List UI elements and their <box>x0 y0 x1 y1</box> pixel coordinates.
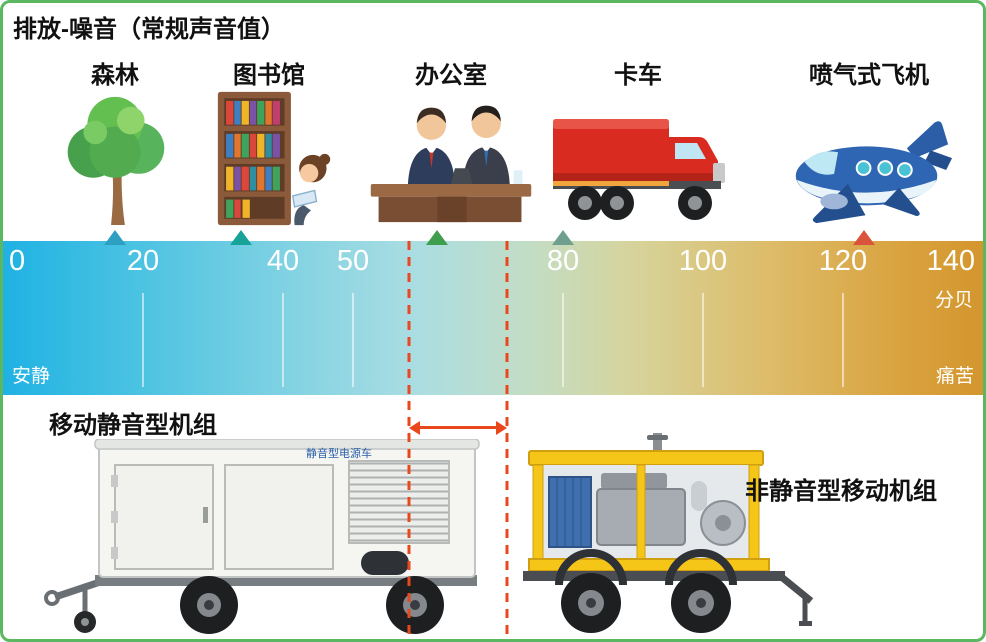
scale-tick-label-120: 120 <box>818 245 868 277</box>
scale-tick-line <box>562 293 564 387</box>
bookshelf-icon <box>217 91 331 226</box>
scale-tick-label-20: 20 <box>126 245 160 277</box>
office-icon <box>370 105 532 223</box>
silent-generator-illustration: 静音型电源车 <box>44 439 480 634</box>
marker-forest <box>104 230 126 245</box>
scale-tick-line <box>282 293 284 387</box>
arrow-shaft <box>414 426 502 429</box>
sound-source-office: 办公室 <box>367 55 535 227</box>
scale-tick-line <box>352 293 354 387</box>
generator-marking-text: 静音型电源车 <box>306 446 372 460</box>
open-generator-illustration <box>523 433 814 633</box>
arrow-right-head <box>496 421 507 435</box>
scale-tick-label-140: 140 <box>926 245 975 277</box>
scale-unit-label: 分贝 <box>934 290 973 311</box>
jet-icon <box>795 121 953 224</box>
item-label-office: 办公室 <box>415 62 487 89</box>
scale-tick-label-0: 0 <box>9 245 26 277</box>
scale-tick-line <box>702 293 704 387</box>
scale-tick-label-80: 80 <box>546 245 580 277</box>
sound-source-truck: 卡车 <box>549 55 727 227</box>
scale-pain-label: 痛苦 <box>935 366 974 387</box>
item-label-forest: 森林 <box>91 62 139 89</box>
item-label-library: 图书馆 <box>233 62 305 89</box>
tree-icon <box>67 96 165 226</box>
page-title: 排放-噪音（常规声音值） <box>13 16 285 43</box>
sound-source-forest: 森林 <box>59 55 171 227</box>
marker-truck <box>552 230 574 245</box>
item-label-jet: 喷气式飞机 <box>809 62 929 89</box>
item-label-truck: 卡车 <box>614 62 662 89</box>
silent-generator-label: 移动静音型机组 <box>49 412 217 439</box>
sound-source-library: 图书馆 <box>199 55 339 227</box>
scale-tick-label-100: 100 <box>678 245 728 277</box>
open-generator-label: 非静音型移动机组 <box>745 478 937 505</box>
marker-jet <box>853 230 875 245</box>
range-dash-line-right <box>505 241 509 639</box>
scale-tick-line <box>142 293 144 387</box>
scale-tick-line <box>842 293 844 387</box>
decibel-scale: 0 20 40 50 80 100 120 140 分贝 安静 痛苦 <box>3 241 983 395</box>
scale-tick-label-50: 50 <box>336 245 370 277</box>
marker-library <box>230 230 252 245</box>
marker-office <box>426 230 448 245</box>
range-dash-line-left <box>407 241 411 639</box>
truck-icon <box>553 119 725 220</box>
scale-tick-label-40: 40 <box>266 245 300 277</box>
scale-quiet-label: 安静 <box>12 366 51 387</box>
range-arrow <box>409 420 507 436</box>
sound-source-jet: 喷气式飞机 <box>782 55 957 227</box>
